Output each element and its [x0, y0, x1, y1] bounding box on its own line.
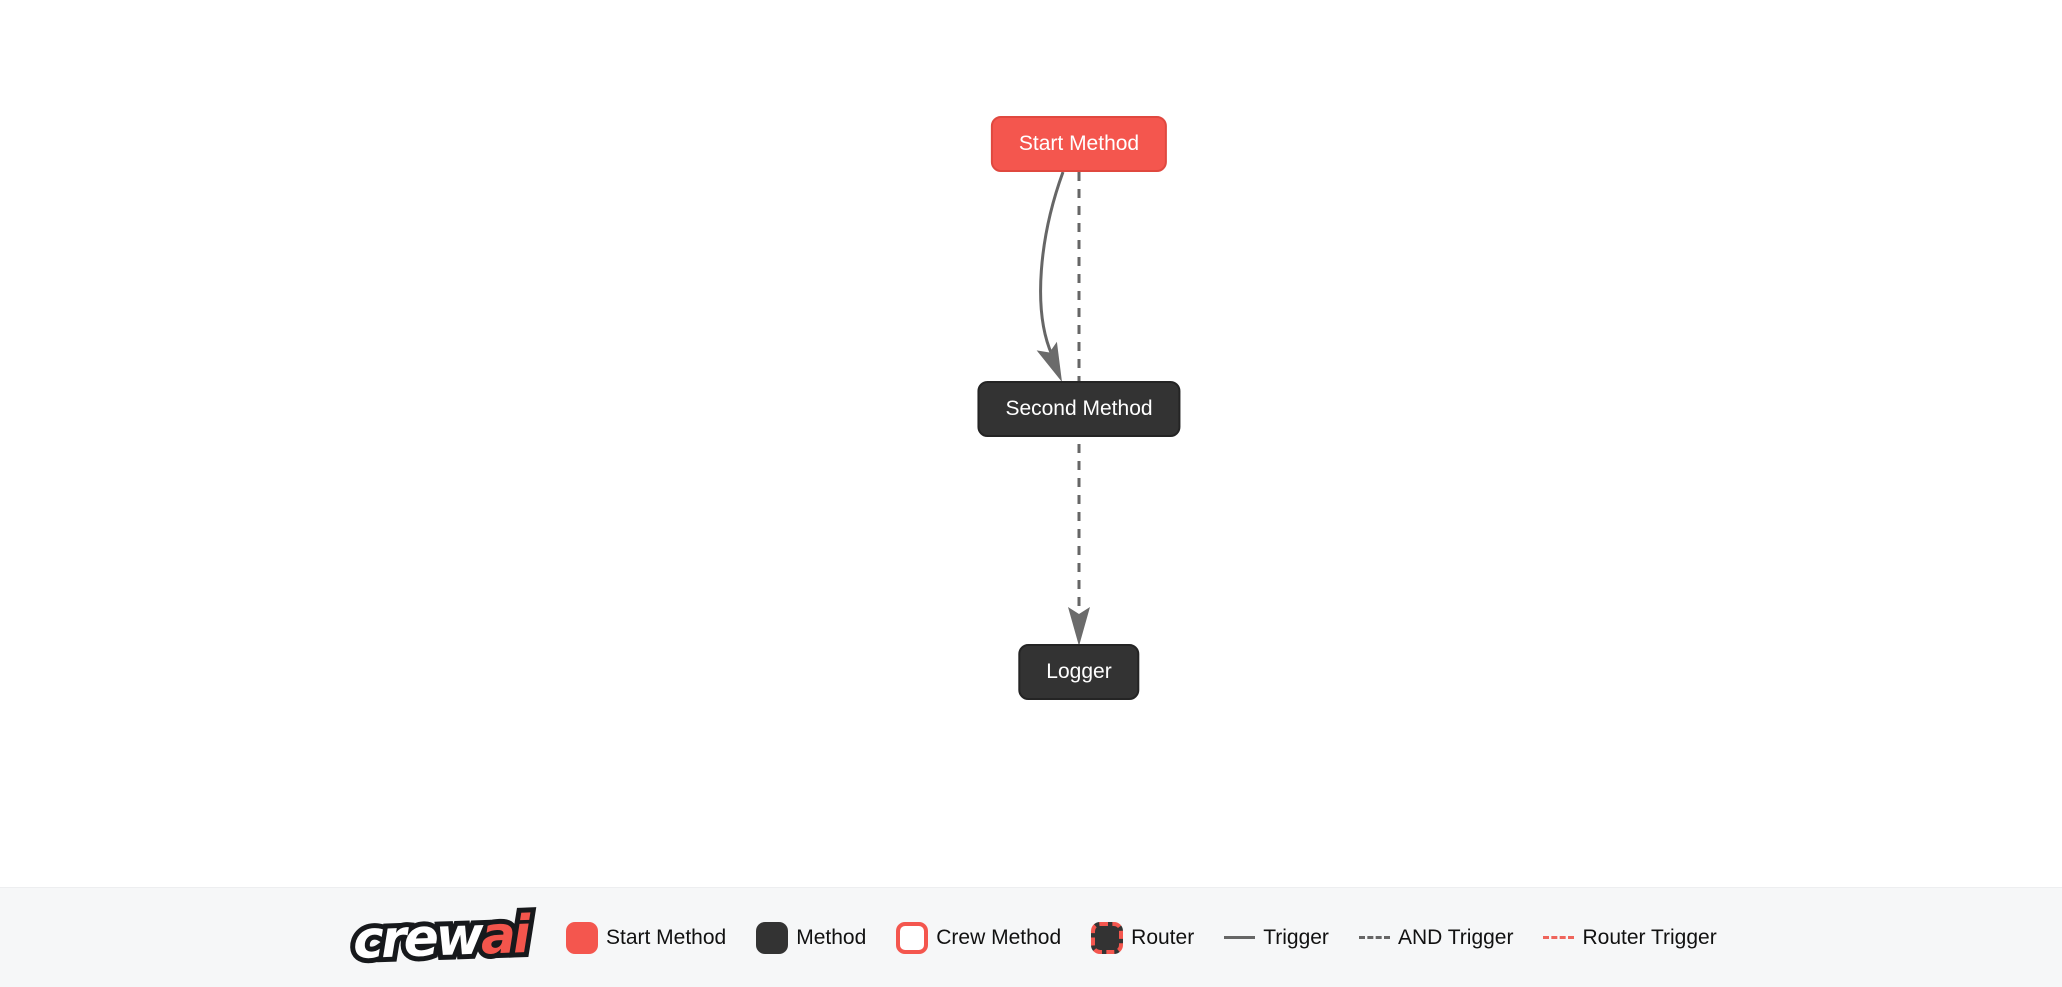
legend-item-method: Method [756, 921, 867, 954]
legend-label: Start Method [605, 925, 727, 949]
legend-label: Crew Method [936, 925, 1062, 949]
crew-method-swatch-icon [896, 921, 929, 954]
legend-item-trigger: Trigger [1224, 926, 1329, 950]
legend-bar: crewai crewai Start Method Method Crew M… [0, 887, 2062, 987]
legend-item-and-trigger: AND Trigger [1358, 925, 1514, 950]
crewai-logo-text: crewai [352, 904, 529, 971]
legend-label: Trigger [1263, 925, 1329, 949]
legend-label: Router Trigger [1582, 925, 1717, 949]
edge-trigger-start-to-second [1039, 171, 1065, 356]
and-trigger-line-icon [1358, 936, 1390, 939]
legend-item-router-trigger: Router Trigger [1543, 925, 1717, 950]
legend-item-router: Router [1091, 921, 1195, 954]
flow-canvas[interactable]: Start Method Second Method Logger [0, 0, 2062, 887]
legend-label: AND Trigger [1397, 925, 1514, 949]
legend-label: Method [796, 925, 867, 949]
router-swatch-icon [1091, 921, 1124, 954]
node-logger[interactable]: Logger [1018, 644, 1140, 700]
node-second-method[interactable]: Second Method [977, 381, 1181, 437]
legend-item-crew-method: Crew Method [896, 921, 1062, 954]
node-start-method[interactable]: Start Method [990, 116, 1168, 172]
legend-label: Router [1131, 925, 1195, 949]
trigger-line-icon [1224, 936, 1256, 939]
legend-item-start-method: Start Method [565, 921, 727, 954]
crewai-logo: crewai crewai [344, 899, 537, 976]
method-swatch-icon [756, 921, 789, 954]
edge-and-trigger-arrowhead [1068, 607, 1090, 646]
start-method-swatch-icon [565, 921, 598, 954]
edge-trigger-arrowhead [1036, 341, 1062, 382]
router-trigger-line-icon [1543, 936, 1575, 939]
